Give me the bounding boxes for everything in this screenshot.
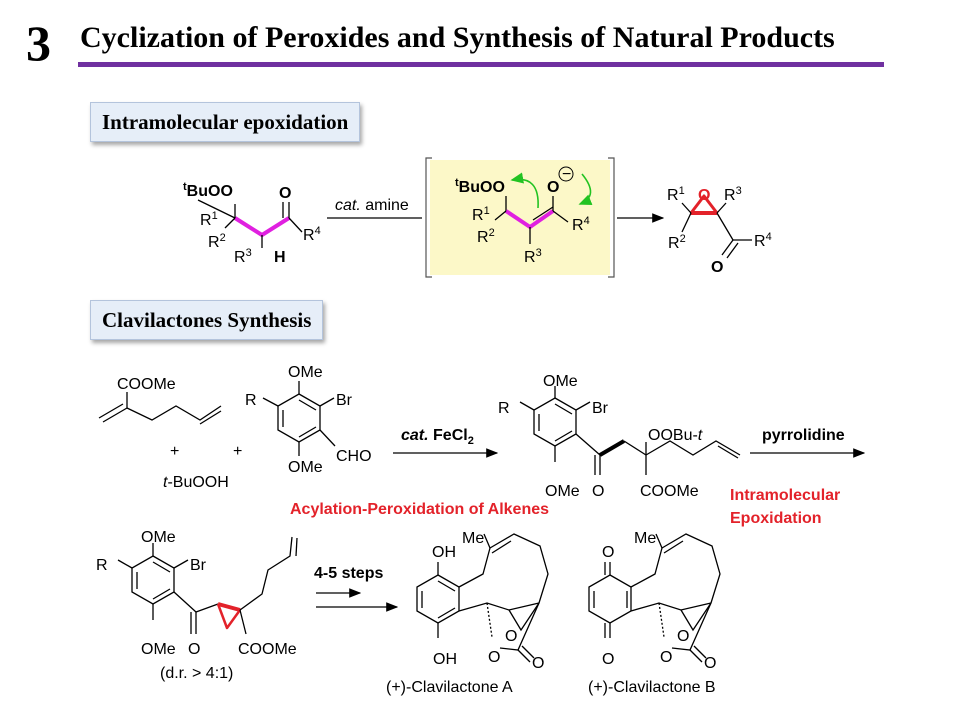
- int1-ome-top: OMe: [543, 373, 578, 390]
- int2-dr: (d.r. > 4:1): [160, 665, 233, 682]
- product-r3: R3: [724, 185, 742, 204]
- intermediate-r1: R1: [472, 205, 490, 224]
- reactant-r1: R1: [200, 210, 218, 229]
- reactant-r4: R4: [303, 225, 321, 244]
- int2-ketone-o: O: [188, 641, 200, 658]
- sm3-br: Br: [336, 392, 353, 409]
- int1-ome-bottom: OMe: [545, 483, 580, 500]
- product-r4: R4: [754, 231, 772, 250]
- int2-r: R: [96, 557, 108, 574]
- intermediate-enolate-o: O: [547, 179, 559, 196]
- clavb-me: Me: [634, 530, 656, 547]
- negative-charge-icon: [558, 166, 574, 182]
- product-epoxide-o: O: [698, 187, 710, 204]
- scheme2-peroxide-intermediate: OMe R Br OOBu-t OMe O COOMe: [498, 373, 741, 500]
- intermediate-tbuoo-label: tBuOO: [455, 177, 505, 196]
- reactant-h: H: [274, 249, 286, 266]
- plus-sign-1: +: [170, 443, 179, 460]
- clavilactone-a-structure: OH Me OH O O O (+)-Clavilactone A: [386, 530, 549, 696]
- sm1-coome: COOMe: [117, 376, 176, 393]
- reactant-carbonyl-o: O: [279, 185, 291, 202]
- sm3-r: R: [245, 392, 257, 409]
- clava-oh-top: OH: [432, 544, 456, 561]
- step1-reagent: cat. FeCl2: [401, 427, 474, 447]
- clavb-lactone-o: O: [660, 649, 672, 666]
- int1-r: R: [498, 400, 510, 417]
- scheme1-reagent-label: cat. amine: [335, 197, 409, 214]
- step2-caption-line1: Intramolecular: [730, 487, 840, 504]
- clava-epoxide-o: O: [505, 628, 517, 645]
- scheme1-intermediate: tBuOO O − R1 R2 R3 R4: [425, 157, 615, 278]
- plus-sign-2: +: [233, 443, 242, 460]
- int2-br: Br: [190, 557, 207, 574]
- step3-reagent: 4-5 steps: [314, 565, 383, 582]
- step2-reagent: pyrrolidine: [762, 427, 845, 444]
- sm3-ome-top: OMe: [288, 364, 323, 381]
- scheme1-reactant: tBuOO O R1 R2 R3 R4 H: [183, 181, 321, 266]
- clavb-quinone-o-bottom: O: [602, 651, 614, 668]
- sm2-tbuooh: t-BuOOH: [163, 474, 229, 491]
- int2-ome-top: OMe: [141, 529, 176, 546]
- int1-coome: COOMe: [640, 483, 699, 500]
- product-r2: R2: [668, 233, 686, 252]
- section-label-intramolecular-epoxidation: Intramolecular epoxidation: [90, 102, 361, 142]
- clavilactone-b-name: (+)-Clavilactone B: [588, 679, 716, 696]
- clavb-epoxide-o: O: [677, 628, 689, 645]
- step2-caption-line2: Epoxidation: [730, 510, 822, 527]
- section-label-clavilactones-synthesis: Clavilactones Synthesis: [90, 300, 324, 340]
- intermediate-r4: R4: [572, 215, 590, 234]
- scheme1-product: R1 O R3 R2 R4 O: [667, 185, 772, 276]
- clavb-quinone-o-top: O: [602, 544, 614, 561]
- product-r1: R1: [667, 185, 685, 204]
- svg-text:−: −: [562, 166, 571, 183]
- int1-br: Br: [592, 400, 609, 417]
- electron-arrow-green-2: [578, 173, 593, 206]
- clava-carbonyl-o: O: [532, 655, 544, 672]
- intermediate-r2: R2: [477, 227, 495, 246]
- scheme2-sm-diene-ester: COOMe: [98, 376, 222, 425]
- step1-caption: Acylation-Peroxidation of Alkenes: [290, 501, 549, 518]
- slide-title: Cyclization of Peroxides and Synthesis o…: [80, 21, 835, 54]
- clava-me: Me: [462, 530, 484, 547]
- int1-ketone-o: O: [592, 483, 604, 500]
- int2-ome-bottom: OMe: [141, 641, 176, 658]
- reactant-tbuoo-label: tBuOO: [183, 181, 233, 200]
- clavilactone-b-structure: O Me O O O O (+)-Clavilactone B: [588, 530, 721, 696]
- product-carbonyl-o: O: [711, 259, 723, 276]
- title-underline: [78, 62, 884, 67]
- electron-arrow-green-1: [510, 172, 539, 209]
- scheme2-sm-aryl-aldehyde: OMe R Br CHO OMe: [245, 364, 372, 476]
- clava-oh-bottom: OH: [433, 651, 457, 668]
- reactant-r3: R3: [234, 247, 252, 266]
- scheme2-epoxide-intermediate: OMe R Br OMe O COOMe (d.r. > 4:1): [96, 529, 298, 682]
- clavb-carbonyl-o: O: [704, 655, 716, 672]
- sm3-ome-bottom: OMe: [288, 459, 323, 476]
- sm3-cho: CHO: [336, 448, 372, 465]
- clavilactone-a-name: (+)-Clavilactone A: [386, 679, 513, 696]
- slide-number: 3: [26, 15, 51, 71]
- int2-coome: COOMe: [238, 641, 297, 658]
- int1-oobu: OOBu-t: [648, 427, 703, 444]
- intermediate-r3: R3: [524, 247, 542, 266]
- clava-lactone-o: O: [488, 649, 500, 666]
- reactant-r2: R2: [208, 232, 226, 251]
